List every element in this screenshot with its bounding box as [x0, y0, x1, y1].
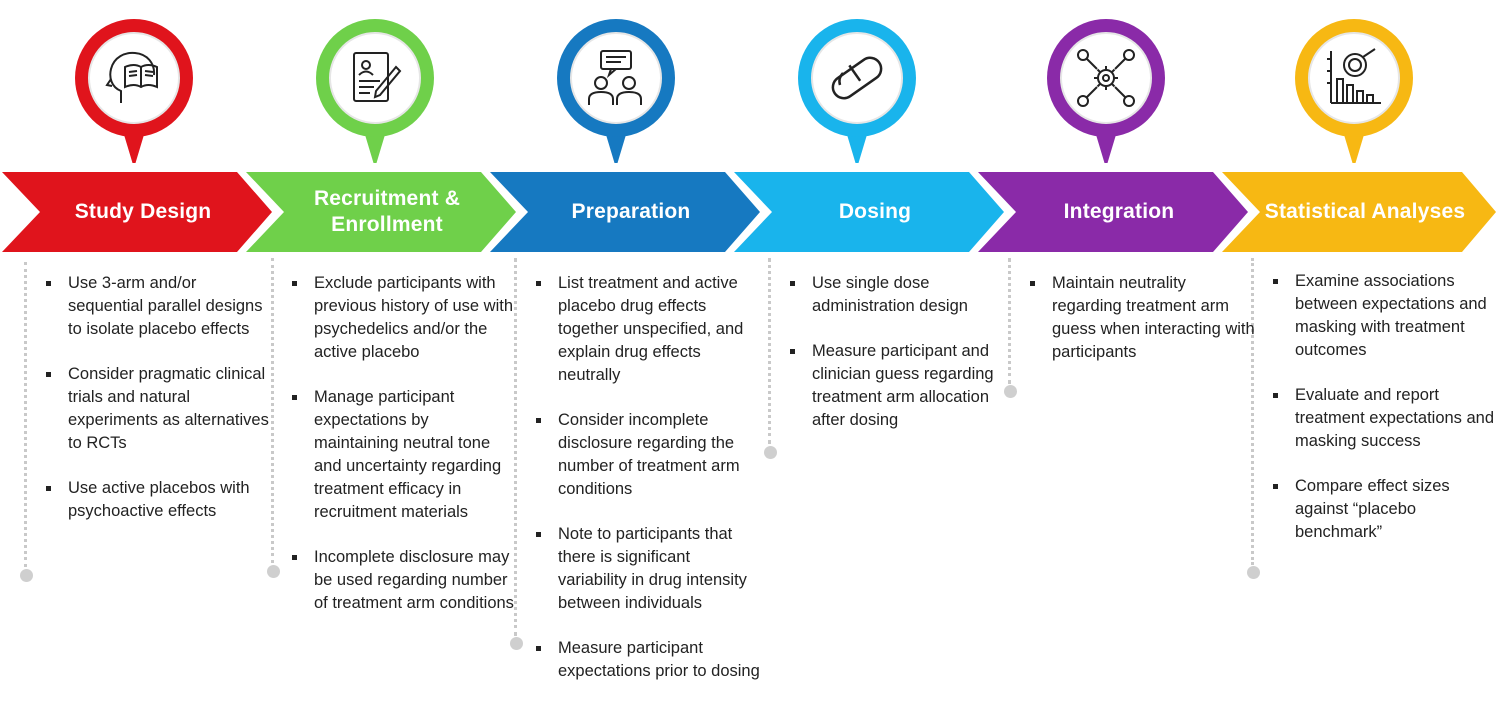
recruitment-bullets: Exclude participants with previous histo… [292, 272, 517, 637]
line-end-dot [267, 565, 280, 578]
bullet-item: Note to participants that there is signi… [536, 523, 761, 615]
dotted-line [1251, 258, 1254, 565]
network-gears-icon [1073, 45, 1139, 111]
capsule-icon [824, 45, 890, 111]
chevron-shape [2, 172, 272, 252]
bullet-marker [292, 281, 297, 286]
bullet-marker [790, 349, 795, 354]
dotted-line [768, 258, 771, 444]
stage-title: Integration [1063, 200, 1175, 223]
bullet-item: Consider incomplete disclosure regarding… [536, 409, 761, 501]
bullet-text: Maintain neutrality regarding treatment … [1052, 274, 1255, 361]
bullet-item: List treatment and active placebo drug e… [536, 272, 761, 387]
bullet-item: Use active placebos with psychoactive ef… [46, 477, 271, 523]
study-design-pin [74, 18, 194, 163]
bullet-text: Incomplete disclosure may be used regard… [314, 548, 514, 612]
statistical-analyses-bullets: Examine associations between expectation… [1273, 270, 1498, 566]
stage-statistical-analyses: Statistical Analyses [1222, 172, 1496, 252]
bullet-marker [536, 418, 541, 423]
conversation-icon [583, 45, 649, 111]
stage-dosing: Dosing [734, 172, 1004, 252]
stage-title: Statistical Analyses [1264, 200, 1466, 223]
bullet-text: Use 3-arm and/or sequential parallel des… [68, 274, 263, 338]
bullet-text: Note to participants that there is signi… [558, 525, 747, 612]
dotted-line [24, 262, 27, 567]
line-end-dot [764, 446, 777, 459]
bullet-item: Examine associations between expectation… [1273, 270, 1498, 362]
integration-bullets: Maintain neutrality regarding treatment … [1030, 272, 1255, 386]
bullet-marker [1273, 279, 1278, 284]
bullet-text: Consider incomplete disclosure regarding… [558, 411, 740, 498]
bullet-item: Consider pragmatic clinical trials and n… [46, 363, 271, 455]
dotted-line [514, 258, 517, 636]
dosing-bullets: Use single dose administration design Me… [790, 272, 1015, 454]
bullet-item: Compare effect sizes against “placebo be… [1273, 475, 1498, 544]
bullet-item: Measure participant and clinician guess … [790, 340, 1015, 432]
bullet-marker [536, 532, 541, 537]
bullet-text: Examine associations between expectation… [1295, 272, 1487, 359]
bullet-item: Exclude participants with previous histo… [292, 272, 517, 364]
line-end-dot [1004, 385, 1017, 398]
stage-preparation: Preparation [490, 172, 760, 252]
stage-recruitment: Recruitment & Enrollment [246, 172, 516, 252]
bullet-marker [292, 395, 297, 400]
bullet-text: List treatment and active placebo drug e… [558, 274, 744, 384]
chart-magnifier-icon [1321, 45, 1387, 111]
statistical-analyses-pin [1294, 18, 1414, 163]
dotted-line [1008, 258, 1011, 384]
bullet-marker [292, 555, 297, 560]
pin-pointer [122, 128, 146, 163]
line-end-dot [510, 637, 523, 650]
line-end-dot [1247, 566, 1260, 579]
bullet-text: Use single dose administration design [812, 274, 968, 315]
bullet-text: Use active placebos with psychoactive ef… [68, 479, 250, 520]
study-design-bullets: Use 3-arm and/or sequential parallel des… [46, 272, 271, 545]
head-book-icon [101, 45, 167, 111]
bullet-text: Exclude participants with previous histo… [314, 274, 514, 361]
line-end-dot [20, 569, 33, 582]
bullet-marker [536, 281, 541, 286]
stage-title: Preparation [571, 200, 691, 223]
bullet-item: Use 3-arm and/or sequential parallel des… [46, 272, 271, 341]
stage-title: Study Design [74, 200, 212, 223]
dotted-line [271, 258, 274, 563]
bullet-marker [790, 281, 795, 286]
recruitment-pin [315, 18, 435, 163]
bullet-text: Measure participant expectations prior t… [558, 639, 760, 680]
bullet-text: Manage participant expectations by maint… [314, 388, 502, 521]
stage-title: Dosing [838, 200, 912, 223]
document-pen-icon [342, 45, 408, 111]
bullet-text: Evaluate and report treatment expectatio… [1295, 386, 1495, 450]
integration-pin [1046, 18, 1166, 163]
bullet-marker [46, 372, 51, 377]
bullet-marker [46, 486, 51, 491]
bullet-item: Manage participant expectations by maint… [292, 386, 517, 524]
bullet-item: Measure participant expectations prior t… [536, 637, 761, 683]
preparation-pin [556, 18, 676, 163]
bullet-text: Measure participant and clinician guess … [812, 342, 994, 429]
bullet-item: Use single dose administration design [790, 272, 1015, 318]
bullet-text: Consider pragmatic clinical trials and n… [68, 365, 269, 452]
bullet-text: Compare effect sizes against “placebo be… [1295, 477, 1450, 541]
bullet-item: Evaluate and report treatment expectatio… [1273, 384, 1498, 453]
dosing-pin [797, 18, 917, 163]
bullet-marker [46, 281, 51, 286]
bullet-marker [1273, 393, 1278, 398]
bullet-marker [1030, 281, 1035, 286]
stage-integration: Integration [978, 172, 1248, 252]
bullet-item: Maintain neutrality regarding treatment … [1030, 272, 1255, 364]
stage-title: Recruitment & Enrollment [313, 187, 461, 236]
preparation-bullets: List treatment and active placebo drug e… [536, 272, 761, 705]
bullet-marker [536, 646, 541, 651]
stage-study-design: Study Design [2, 172, 272, 252]
bullet-item: Incomplete disclosure may be used regard… [292, 546, 517, 615]
bullet-marker [1273, 484, 1278, 489]
